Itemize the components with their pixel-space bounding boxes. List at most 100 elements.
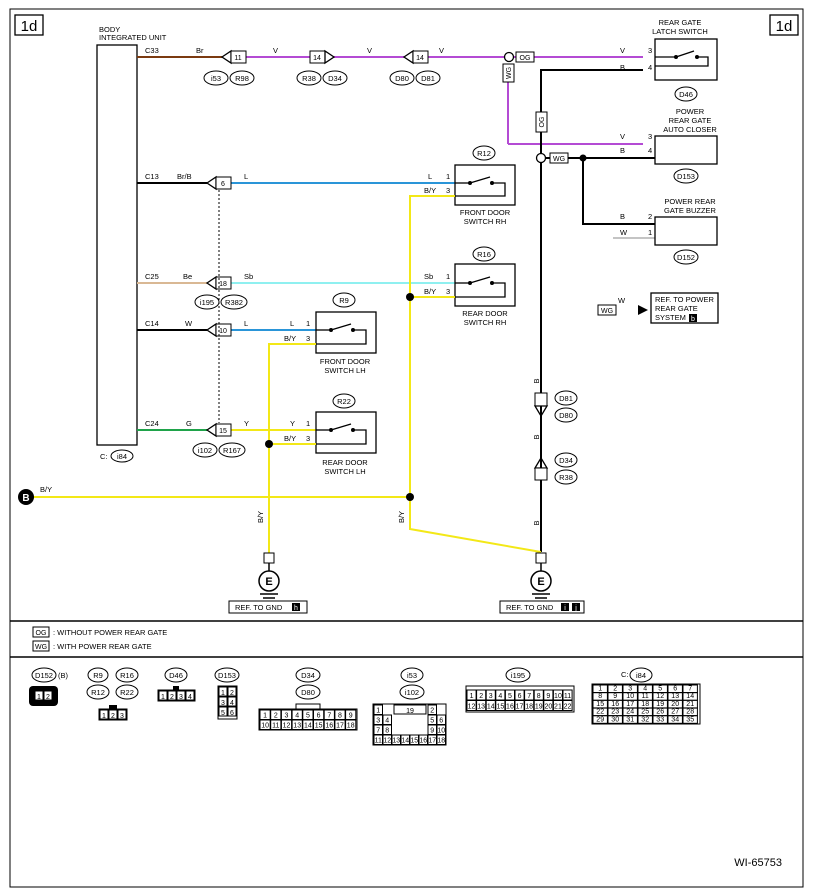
closer-title-2: REAR GATE [669, 116, 712, 125]
rlh-pin-3: 3 [306, 434, 310, 443]
gnd-right-badge-2: j [574, 605, 577, 612]
tag-wg-vertical-text: WG [506, 67, 513, 79]
latch-title-1: REAR GATE [659, 18, 702, 27]
body-unit-footer-id: i84 [117, 452, 127, 461]
cv-i53-id: i53 [407, 671, 417, 680]
latch-id: D46 [679, 90, 693, 99]
connector-c13: 6 [205, 175, 232, 191]
rlh-id: R22 [337, 397, 351, 406]
front-door-switch-rh [454, 164, 516, 206]
vertical-connector-d34 [533, 456, 549, 481]
conn-id-r167: R167 [223, 446, 241, 455]
cv-i53-pin: 3 [376, 718, 380, 725]
svg-text:5: 5 [221, 710, 225, 717]
cv-i84-pin: 10 [626, 693, 634, 700]
cv-i195-pin: 20 [544, 704, 552, 711]
cv-d153: 1 2 3 4 5 6 [217, 685, 238, 720]
rrh-wire-sb: Sb [424, 272, 433, 281]
legend-og-code: OG [36, 630, 47, 637]
connector-c14: 10 [205, 322, 232, 338]
cv-i84-pin: 11 [642, 693, 649, 700]
c24-pin: C24 [145, 419, 159, 428]
cv-i84-pin: 15 [596, 701, 604, 708]
cv-i84-pin: 23 [611, 709, 619, 716]
svg-text:1: 1 [102, 713, 106, 720]
flh-id: R9 [339, 296, 349, 305]
cv-d34-pin: 3 [285, 713, 289, 720]
c33-color-v: V [273, 46, 278, 55]
closer-wire-v: V [620, 132, 625, 141]
cv-i53-pin: 12 [383, 738, 391, 745]
cv-d152: 1 2 [29, 686, 58, 706]
flh-name-1: FRONT DOOR [320, 357, 371, 366]
cv-d152-id: D152 [35, 671, 53, 680]
cv-i84-pin: 30 [611, 716, 619, 723]
latch-wire-b: B [620, 63, 625, 72]
svg-text:6: 6 [230, 710, 234, 717]
frh-pin-3: 3 [446, 186, 450, 195]
cv-i84-pin: 26 [656, 709, 664, 716]
cv-i84-pin: 31 [626, 716, 634, 723]
frh-name-1: FRONT DOOR [460, 208, 511, 217]
flh-name-2: SWITCH LH [324, 366, 365, 375]
body-integrated-unit [96, 44, 138, 446]
c14-conn-pin: 10 [219, 328, 227, 335]
connector-d80-d81: 14 [402, 49, 429, 65]
cv-i84-pin: 7 [688, 686, 692, 693]
body-unit-title-1: BODY [99, 25, 120, 34]
closer-box [654, 135, 718, 165]
conn3-pin: 14 [416, 55, 424, 62]
ref-power-1: REF. TO POWER [655, 295, 714, 304]
c33-color-v3: V [439, 46, 444, 55]
cv-i84-pin: 13 [671, 693, 679, 700]
closer-pin-3: 3 [648, 132, 652, 141]
rrh-name-2: SWITCH RH [464, 318, 507, 327]
cv-i53-pin: 13 [392, 738, 400, 745]
buzzer-pin-2: 2 [648, 212, 652, 221]
connector-i53-r98: 11 [220, 49, 247, 65]
ref-power-3: SYSTEM [655, 313, 686, 322]
cv-i84-pin: 28 [686, 709, 694, 716]
c13-pin: C13 [145, 172, 159, 181]
cv-i53-pin: 1 [376, 708, 380, 715]
wire-by-lh [268, 343, 316, 553]
buzzer-title-1: POWER REAR [664, 197, 716, 206]
cv-d34-pin: 12 [283, 723, 291, 730]
legend-wg-text: : WITH POWER REAR GATE [53, 642, 152, 651]
tag-og [515, 51, 535, 63]
cv-i53-pin: 5 [430, 718, 434, 725]
flh-pin-3: 3 [306, 334, 310, 343]
c13-color-l: L [244, 172, 248, 181]
cv-i53-pin: 4 [385, 718, 389, 725]
page-tag-right-text: 1d [776, 18, 793, 35]
cv-i84-pin: 21 [686, 701, 694, 708]
cv-i53-pin: 19 [406, 708, 414, 715]
wire-latch-b [540, 69, 643, 552]
svg-text:2: 2 [170, 694, 174, 701]
gnd-left-wire: B/Y [256, 511, 265, 523]
cv-i195-pin: 17 [516, 704, 524, 711]
cv-i84-pin: 32 [641, 716, 649, 723]
cv-d34-pin: 13 [293, 723, 301, 730]
gnd-left-ref-text: REF. TO GND [235, 603, 283, 612]
ground-right: E [530, 552, 552, 603]
buzzer-wire-b: B [620, 212, 625, 221]
wire-by-rh [409, 195, 542, 553]
cv-i195-pin: 4 [498, 693, 502, 700]
c24-color: G [186, 419, 192, 428]
cv-i84-pin: 29 [596, 716, 604, 723]
svg-text:3: 3 [221, 700, 225, 707]
cv-i84-pin: 27 [671, 709, 679, 716]
wire-buzzer-b [582, 158, 655, 225]
closer-id: D153 [677, 172, 695, 181]
cv-d46: 1 2 3 4 [157, 686, 196, 702]
splice-og [503, 51, 515, 63]
cv-i195-pin: 15 [496, 704, 504, 711]
cv-i195-pin: 22 [564, 704, 572, 711]
conn-id-r98: R98 [235, 74, 249, 83]
cv-d34-pin: 4 [295, 713, 299, 720]
gnd-left-letter: E [265, 576, 272, 588]
by-main-label: B/Y [40, 485, 52, 494]
